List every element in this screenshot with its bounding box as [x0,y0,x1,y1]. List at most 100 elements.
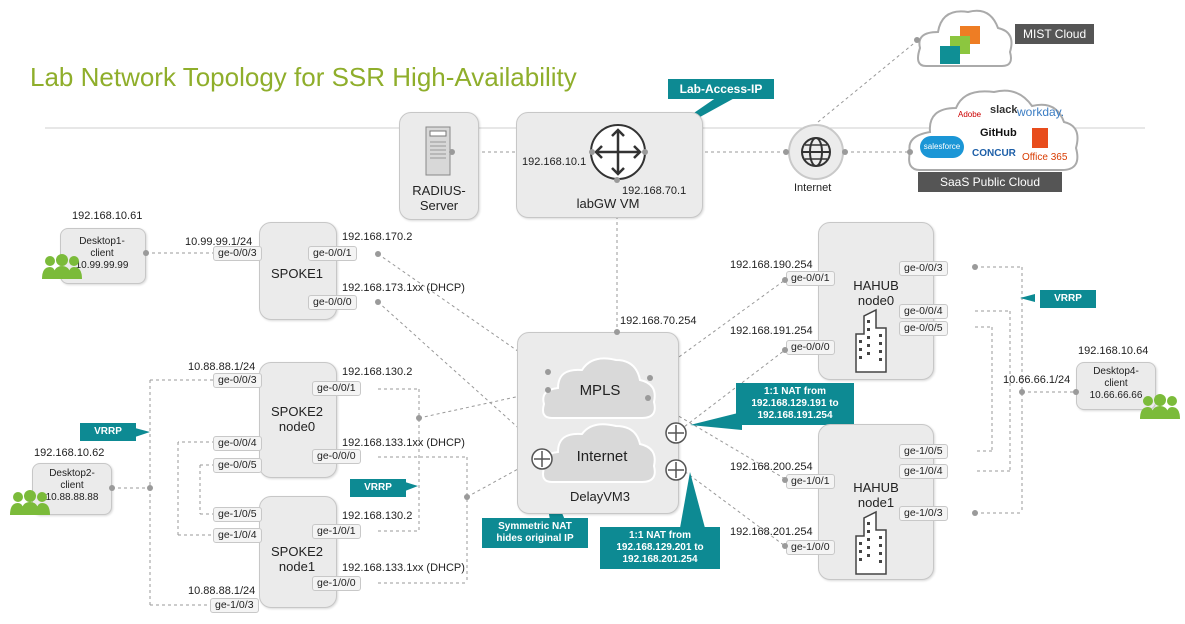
connector-dot [375,299,381,305]
connector-dot [589,149,595,155]
spoke1-inet-ip: 192.168.173.1xx (DHCP) [342,282,465,294]
connector-dot [545,369,551,375]
connector-dot [914,37,920,43]
desktop2-addr: 10.88.88.88 [45,492,99,503]
building-icon [855,308,887,373]
router-icon [590,124,646,180]
salesforce-logo: salesforce [920,136,964,158]
spoke2n0-port-fabric2: ge-0/0/5 [213,458,262,473]
hahub1-inet-ip: 192.168.201.254 [730,526,813,538]
github-logo: GitHub [980,127,1017,139]
office365-icon [1032,128,1048,148]
desktop4-addr: 10.66.66.66 [1089,390,1143,401]
connector-dot [642,149,648,155]
spoke1-name: SPOKE1 [270,266,324,281]
spoke2n0-inet-ip: 192.168.133.1xx (DHCP) [342,437,465,449]
labgw-name: labGW VM [576,196,640,211]
hahub1-port-lan: ge-1/0/3 [899,506,948,521]
hahub0-mpls-ip: 192.168.190.254 [730,259,813,271]
desktop2-ip: 192.168.10.62 [34,447,105,459]
connector-dot [782,277,788,283]
connector-dot [1019,389,1025,395]
spoke2n1-port-fabric1: ge-1/0/5 [213,507,262,522]
nat-callout-symmetric: Symmetric NAT hides original IP [482,518,588,548]
mpls-label: MPLS [579,382,621,399]
connector-dot [545,387,551,393]
building-icon [855,510,887,575]
spoke1-port-inet: ge-0/0/0 [308,295,357,310]
spoke2n0-lan-ip: 10.88.88.1/24 [188,361,256,373]
nat-callout-hub0: 1:1 NAT from 192.168.129.191 to 192.168.… [736,383,854,425]
spoke1-lan-ip: 10.99.99.1/24 [185,236,253,248]
hahub1-port-mpls: ge-1/0/1 [786,474,835,489]
connector-dot [464,494,470,500]
lab-access-ip-callout: Lab-Access-IP [668,79,774,99]
slack-logo: slack [990,104,1018,116]
hahub0-port-inet: ge-0/0/0 [786,340,835,355]
desktop1-name1: Desktop1- [79,236,125,247]
desktop1-name2: client [90,248,114,259]
users-icon [42,254,82,279]
connector-dot [449,149,455,155]
radius-label-line2: Server [419,198,459,213]
desktop1-ip: 192.168.10.61 [72,210,143,222]
connector-dot [782,347,788,353]
hub-lan-ip: 10.66.66.1/24 [1003,374,1071,386]
spoke2n1-inet-ip: 192.168.133.1xx (DHCP) [342,562,465,574]
connector-dot [842,149,848,155]
internet-cloud-label: Internet [576,448,628,465]
nat-router-icon [665,422,687,444]
spoke2n1-port-lan: ge-1/0/3 [210,598,259,613]
workday-logo: workday. [1017,105,1065,119]
hahub1-port-inet: ge-1/0/0 [786,540,835,555]
adobe-logo: Adobe [958,110,982,119]
hahub1-port-fabric2: ge-1/0/4 [899,464,948,479]
spoke1-mpls-ip: 192.168.170.2 [342,231,413,243]
connector-dot [907,149,913,155]
page-title: Lab Network Topology for SSR High-Availa… [30,62,577,92]
spoke2n0-port-fabric1: ge-0/0/4 [213,436,262,451]
connector-dot [647,375,653,381]
mist-cloud-icon [917,9,1013,67]
connector-dot [645,395,651,401]
spoke2n1-name2: node1 [278,559,316,574]
spoke2n0-port-inet: ge-0/0/0 [312,449,361,464]
spoke2n1-port-inet: ge-1/0/0 [312,576,361,591]
spoke1-port-lan: ge-0/0/3 [213,246,262,261]
spoke2n1-mpls-ip: 192.168.130.2 [342,510,413,522]
labgw-ip-bottom: 192.168.70.1 [622,185,687,197]
users-icon [1140,394,1180,419]
connector-dot [782,477,788,483]
hahub0-port-lan: ge-0/0/3 [899,261,948,276]
users-icon [10,490,50,515]
labgw-ip-left: 192.168.10.1 [522,156,587,168]
vrrp-callout-spoke-fabric: VRRP [350,479,406,497]
connector-dot [614,177,620,183]
connector-dot [783,149,789,155]
hahub0-name1: HAHUB [853,278,899,293]
hahub0-port-fabric1: ge-0/0/4 [899,304,948,319]
concur-logo: CONCUR [972,148,1016,159]
desktop4-name1: Desktop4- [1093,366,1139,377]
hahub0-name2: node0 [857,293,895,308]
hahub1-mpls-ip: 192.168.200.254 [730,461,813,473]
connector-dot [416,415,422,421]
spoke2n1-lan-ip: 10.88.88.1/24 [188,585,256,597]
server-icon [425,126,451,176]
delay-ip-top: 192.168.70.254 [620,315,697,327]
desktop4-box [1076,362,1156,410]
globe-icon [788,124,844,180]
nat-router-icon [531,448,553,470]
desktop2-name1: Desktop2- [49,468,95,479]
connector-dot [109,485,115,491]
spoke2n0-name1: SPOKE2 [270,404,324,419]
spoke2n0-name2: node0 [278,419,316,434]
spoke2n1-name1: SPOKE2 [270,544,324,559]
hahub0-port-fabric2: ge-0/0/5 [899,321,948,336]
connector-dot [782,543,788,549]
office365-logo: Office 365 [1022,152,1068,163]
spoke2n1-port-fabric2: ge-1/0/4 [213,528,262,543]
vrrp-callout-spoke: VRRP [80,423,136,441]
spoke1-port-mpls: ge-0/0/1 [308,246,357,261]
radius-label-line1: RADIUS- [412,183,466,198]
